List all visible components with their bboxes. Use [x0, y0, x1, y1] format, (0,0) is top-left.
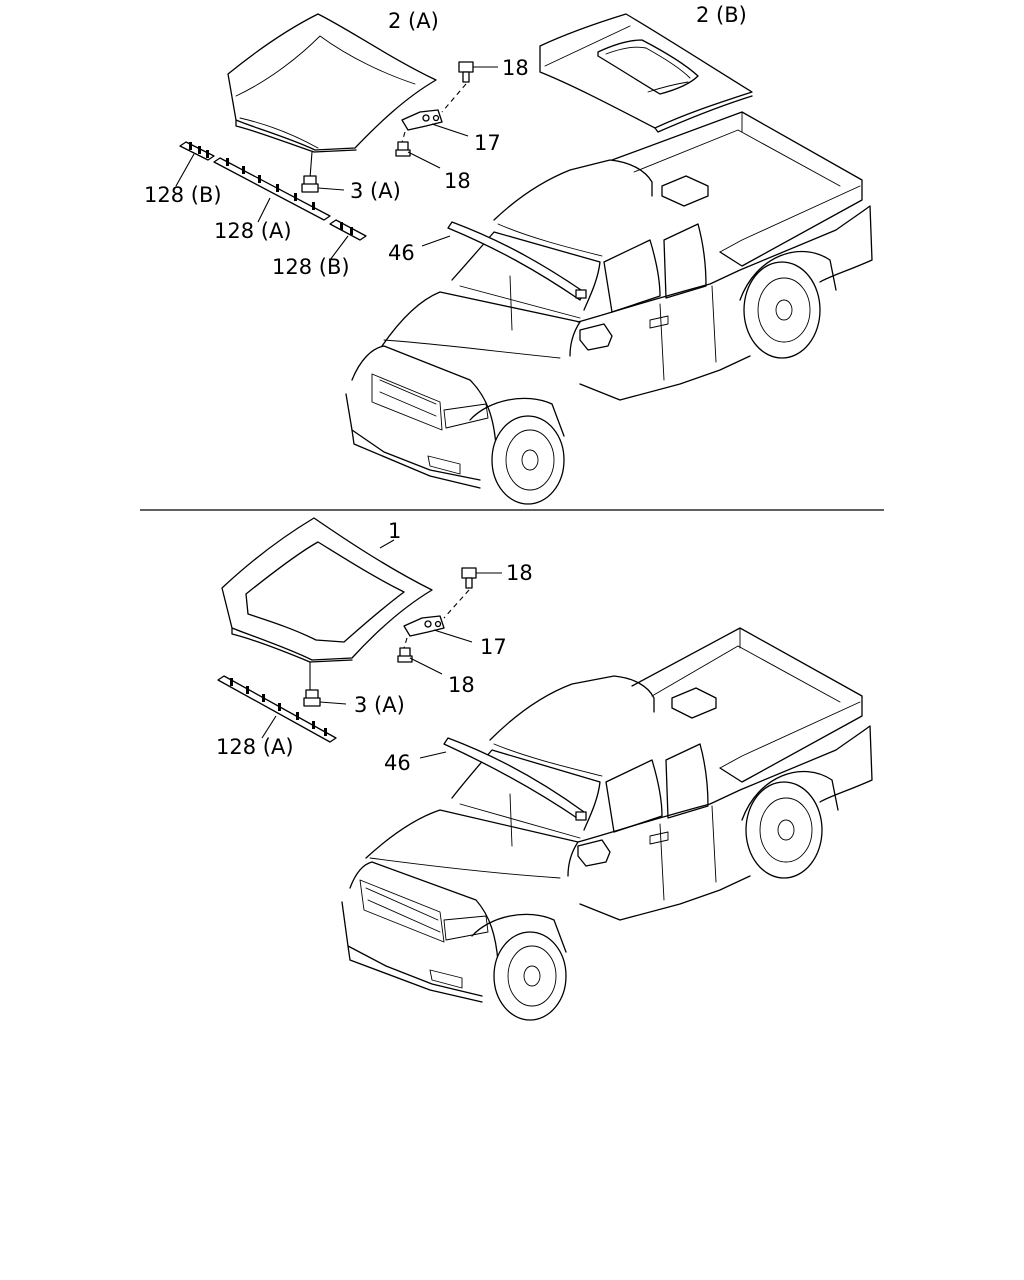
label-46-b: 46	[384, 751, 411, 775]
label-18-upper: 18	[502, 56, 529, 80]
hood-2b	[539, 13, 753, 133]
label-1: 1	[388, 519, 401, 543]
label-128b-left: 128 (B)	[144, 183, 222, 207]
label-17-b: 17	[480, 635, 507, 659]
bottom-section	[217, 517, 873, 1021]
label-17: 17	[474, 131, 501, 155]
truck-bottom	[341, 627, 873, 1021]
seals-128	[175, 141, 367, 261]
label-3a: 3 (A)	[350, 179, 401, 203]
hood-2a	[227, 13, 437, 179]
bolt-18-upper	[441, 61, 498, 113]
label-2a: 2 (A)	[388, 9, 439, 33]
label-18-lower-b: 18	[448, 673, 475, 697]
label-128a-b: 128 (A)	[216, 735, 294, 759]
bolt-18-upper-b	[443, 567, 502, 619]
hood-1	[221, 517, 433, 690]
label-46: 46	[388, 241, 415, 265]
seal-128a-b	[217, 675, 337, 743]
label-2b: 2 (B)	[696, 3, 747, 27]
label-18-upper-b: 18	[506, 561, 533, 585]
labels: 2 (A) 2 (B) 18 17 18 3 (A) 128 (B) 128 (…	[144, 3, 747, 775]
label-128b-right: 128 (B)	[272, 255, 350, 279]
stopper-3a	[301, 175, 345, 193]
hinge-17-b	[403, 615, 473, 643]
bolt-18-lower-b	[397, 637, 443, 675]
truck-top	[345, 111, 873, 505]
label-3a-b: 3 (A)	[354, 693, 405, 717]
hinge-17	[401, 109, 469, 137]
label-18-lower: 18	[444, 169, 471, 193]
bolt-18-lower	[395, 131, 441, 169]
stopper-3a-b	[303, 689, 347, 707]
label-128a: 128 (A)	[214, 219, 292, 243]
top-section	[175, 13, 873, 505]
